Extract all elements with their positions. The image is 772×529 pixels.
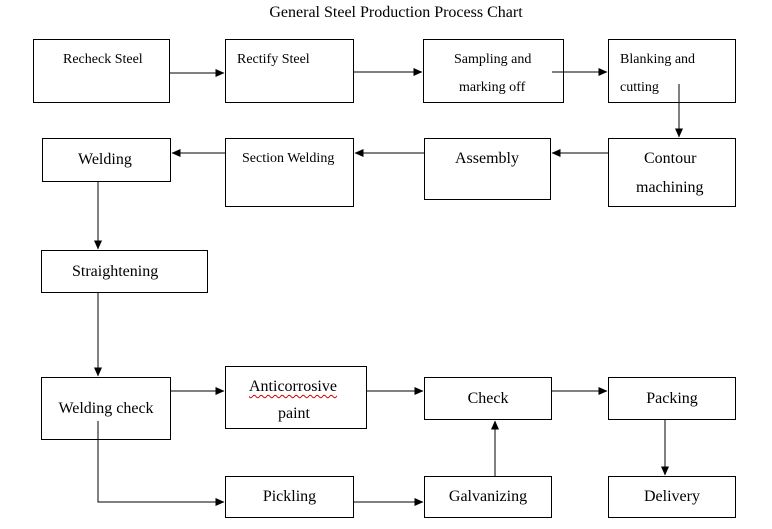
- step-delivery: Delivery: [608, 476, 736, 518]
- step-label: Check: [467, 389, 509, 407]
- step-label-line2: marking off: [459, 80, 526, 95]
- step-label-line2: cutting: [620, 80, 659, 95]
- step-label-line1: Contour: [644, 150, 697, 167]
- step-label-line2: paint: [278, 405, 310, 422]
- step-label-line1: Anticorrosive: [249, 378, 337, 395]
- step-label: Recheck Steel: [63, 52, 143, 67]
- step-assembly: Assembly: [424, 138, 551, 200]
- step-label-line1: Sampling and: [454, 52, 532, 67]
- arrow-welding-check-to-pickling: [97, 421, 225, 506]
- step-section-welding: Section Welding: [225, 138, 354, 207]
- step-label: Welding: [78, 151, 132, 168]
- step-label-line2: machining: [636, 179, 704, 196]
- step-contour-machining: Contour machining: [608, 138, 736, 207]
- step-galvanizing: Galvanizing: [424, 476, 552, 518]
- step-pickling: Pickling: [225, 476, 354, 518]
- step-blanking-cutting: Blanking and cutting: [608, 39, 736, 103]
- step-rectify-steel: Rectify Steel: [225, 39, 354, 103]
- step-welding-check: Welding check: [41, 377, 171, 440]
- step-label: Packing: [646, 389, 698, 407]
- step-label: Delivery: [644, 488, 700, 505]
- step-label: Galvanizing: [448, 488, 528, 505]
- step-label-line1: Blanking and: [620, 52, 696, 67]
- step-label: Assembly: [455, 150, 519, 167]
- step-label: Straightening: [72, 263, 159, 280]
- step-check: Check: [424, 377, 552, 420]
- step-welding: Welding: [42, 138, 171, 182]
- step-label: Welding check: [58, 399, 154, 417]
- step-label: Rectify Steel: [237, 52, 310, 67]
- step-sampling-marking: Sampling and marking off: [423, 39, 564, 103]
- step-label: Section Welding: [242, 151, 335, 166]
- step-recheck-steel: Recheck Steel: [33, 39, 170, 103]
- step-label: Pickling: [262, 488, 317, 505]
- step-straightening: Straightening: [41, 250, 208, 293]
- step-anticorrosive-paint: Anticorrosive paint: [225, 366, 367, 429]
- chart-title: General Steel Production Process Chart: [269, 4, 523, 21]
- step-packing: Packing: [608, 377, 736, 420]
